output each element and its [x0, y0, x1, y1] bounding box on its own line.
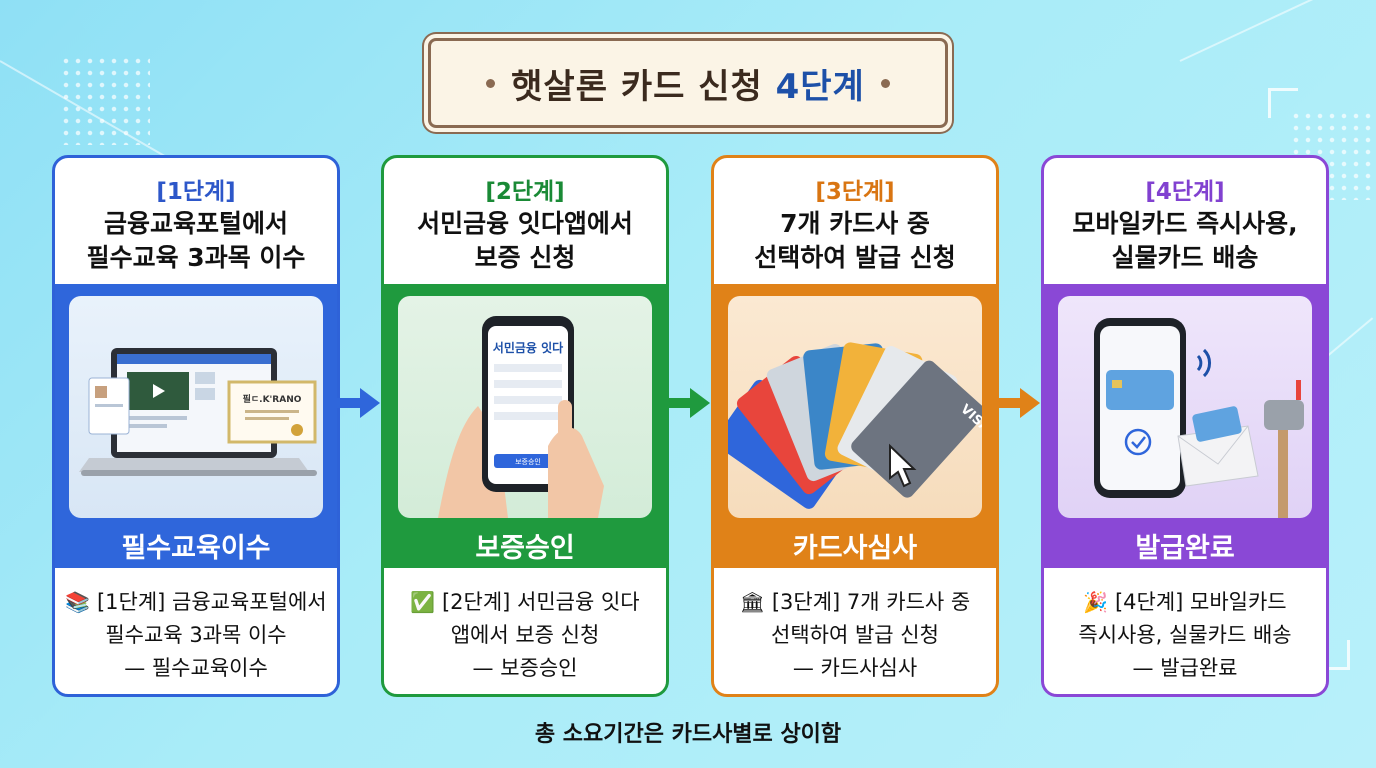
step-description: 📚 [1단계] 금융교육포털에서 필수교육 3과목 이수 — 필수교육이수 [55, 568, 337, 694]
phone-icon: 서민금융 잇다 보증승인 [438, 316, 604, 518]
bank-icon: 🏛 [739, 590, 766, 614]
step-heading-line1: 금융교육포털에서 [103, 209, 288, 238]
mailbox-icon [1094, 318, 1304, 518]
arrow-right-icon [336, 388, 380, 418]
laptop-icon: 필ㄷ.K'RANO [79, 348, 317, 476]
phone-illustration: 서민금융 잇다 보증승인 [398, 296, 652, 518]
desc-line2: 앱에서 보증 신청 [450, 623, 600, 647]
title-text: 햇살론 카드 신청 [511, 66, 776, 107]
title-accent: 4단계 [775, 66, 865, 107]
arrow-right-icon [666, 388, 710, 418]
party-popper-icon: 🎉 [1083, 590, 1109, 614]
desc-line1: [1단계] 금융교육포털에서 [96, 590, 327, 614]
bg-line [1179, 0, 1362, 62]
step-label: 카드사심사 [792, 533, 918, 564]
phone-button: 보증승인 [515, 457, 541, 466]
laptop-illustration: 필ㄷ.K'RANO [69, 296, 323, 518]
cards-fan-illustration: VISA [728, 296, 982, 518]
step-label: 발급완료 [1135, 533, 1235, 564]
books-icon: 📚 [65, 590, 91, 614]
step-card-2: [2단계] 서민금융 잇다앱에서 보증 신청 서민금융 잇다 보증승인 보증승인… [381, 155, 669, 697]
page-title: 햇살론 카드 신청 4단계 [511, 59, 865, 108]
desc-line3: — 보증승인 [472, 656, 578, 680]
step-number: [3단계] [815, 179, 895, 205]
bg-bracket [1320, 640, 1350, 670]
desc-line1: [3단계] 7개 카드사 중 [771, 590, 971, 614]
arrow-right-icon [996, 388, 1040, 418]
step-heading-line2: 보증 신청 [474, 243, 576, 272]
step-label: 필수교육이수 [121, 533, 271, 564]
step-heading-line1: 7개 카드사 중 [780, 209, 930, 238]
check-icon: ✅ [410, 590, 436, 614]
step-heading-line2: 필수교육 3과목 이수 [86, 243, 306, 272]
step-heading-line1: 서민금융 잇다앱에서 [417, 209, 633, 238]
step-description: 🎉 [4단계] 모바일카드 즉시사용, 실물카드 배송 — 발급완료 [1044, 568, 1326, 694]
step-card-1: [1단계] 금융교육포털에서 필수교육 3과목 이수 필ㄷ.K'RANO 필수교… [52, 155, 340, 697]
bg-dots-left [60, 55, 150, 145]
desc-line2: 필수교육 3과목 이수 [105, 623, 287, 647]
step-description: ✅ [2단계] 서민금융 잇다 앱에서 보증 신청 — 보증승인 [384, 568, 666, 694]
desc-line3: — 발급완료 [1132, 656, 1238, 680]
step-card-3: [3단계] 7개 카드사 중 선택하여 발급 신청 VISA 카드사심사 🏛 [… [711, 155, 999, 697]
step-heading-line2: 선택하여 발급 신청 [754, 243, 956, 272]
desc-line1: [2단계] 서민금융 잇다 [441, 590, 640, 614]
desc-line3: — 필수교육이수 [124, 656, 268, 680]
banner-dot-right [880, 78, 890, 88]
step-description: 🏛 [3단계] 7개 카드사 중 선택하여 발급 신청 — 카드사심사 [714, 568, 996, 694]
desc-line1: [4단계] 모바일카드 [1114, 590, 1287, 614]
desc-line2: 즉시사용, 실물카드 배송 [1078, 623, 1292, 647]
footer-note: 총 소요기간은 카드사별로 상이함 [534, 722, 842, 747]
cards-icon: VISA [728, 342, 982, 509]
step-number: [1단계] [156, 179, 236, 205]
bg-bracket [1268, 88, 1298, 118]
delivery-illustration [1058, 296, 1312, 518]
step-heading-line1: 모바일카드 즉시사용, [1072, 209, 1298, 238]
certificate-title: 필ㄷ.K'RANO [243, 393, 302, 405]
step-label: 보증승인 [475, 533, 575, 564]
step-card-4: [4단계] 모바일카드 즉시사용, 실물카드 배송 발급완료 🎉 [4단계] 모… [1041, 155, 1329, 697]
step-number: [4단계] [1145, 179, 1225, 205]
title-banner: 햇살론 카드 신청 4단계 [428, 38, 948, 128]
step-heading-line2: 실물카드 배송 [1111, 243, 1259, 272]
phone-app-title: 서민금융 잇다 [493, 340, 563, 355]
desc-line3: — 카드사심사 [792, 656, 918, 680]
banner-dot-left [486, 78, 496, 88]
desc-line2: 선택하여 발급 신청 [771, 623, 939, 647]
step-number: [2단계] [485, 179, 565, 205]
